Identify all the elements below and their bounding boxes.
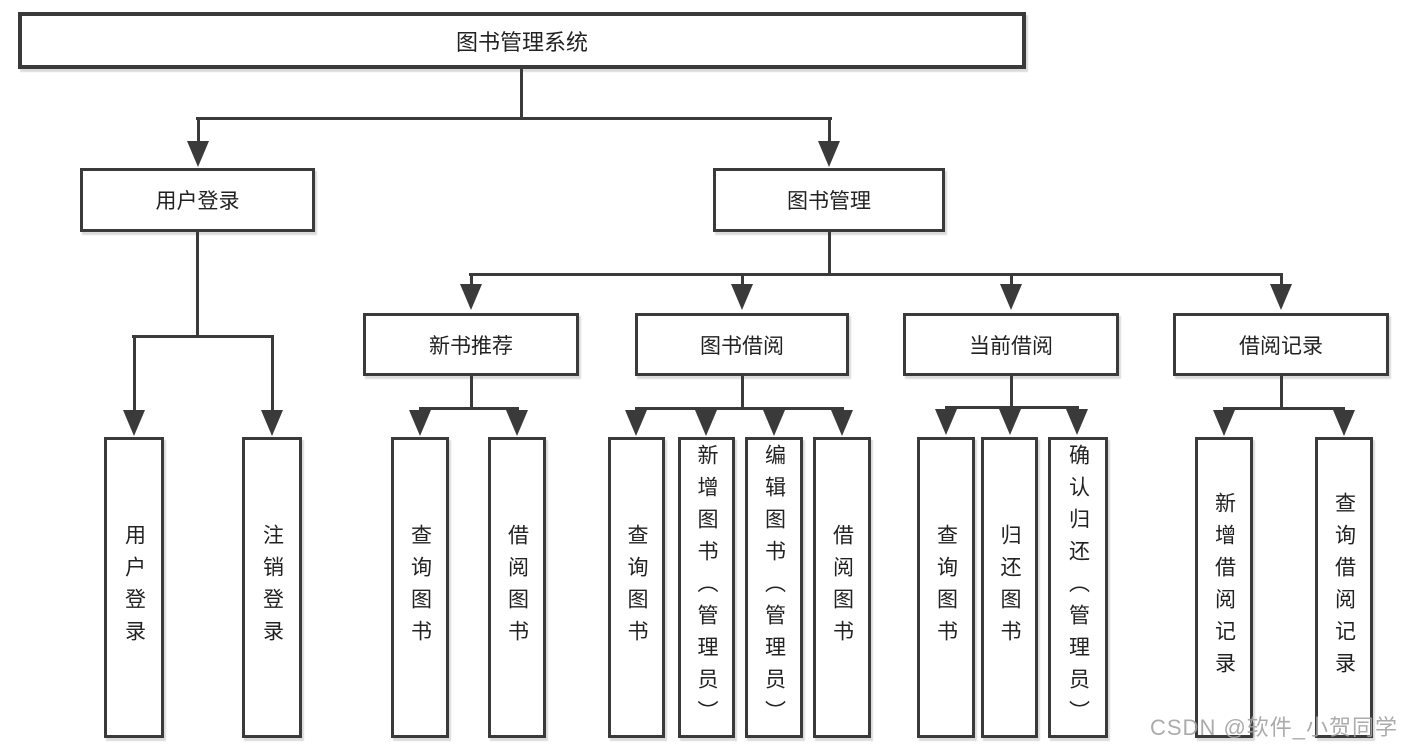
connector-current-bar	[945, 406, 1079, 409]
arrow-down-icon	[460, 284, 482, 310]
arrow-down-icon	[261, 410, 283, 436]
leaf-borrow-books: 借阅图书	[813, 437, 871, 738]
leaf-query-borrow-record-label: 查询借阅记录	[1332, 491, 1356, 684]
arrow-down-icon	[123, 410, 145, 436]
arrow-down-icon	[1213, 410, 1235, 436]
node-book-management: 图书管理	[713, 168, 945, 232]
connector-drop-login-leaf	[133, 335, 136, 412]
arrow-down-icon	[999, 409, 1021, 435]
node-borrowing-records: 借阅记录	[1173, 313, 1389, 376]
leaf-borrow-books-rec-label: 借阅图书	[505, 523, 529, 652]
connector-newrec-stem	[470, 376, 473, 407]
connector-userlogin-bar	[132, 335, 274, 338]
connector-newrec-bar	[419, 407, 519, 410]
node-book-borrowing: 图书借阅	[635, 313, 849, 376]
leaf-query-books-borrow: 查询图书	[608, 437, 665, 738]
arrow-down-icon	[1270, 284, 1292, 310]
connector-userlogin-stem	[196, 232, 199, 335]
connector-bookmgmt-stem	[828, 232, 831, 273]
arrow-down-icon	[731, 284, 753, 310]
arrow-down-icon	[1333, 410, 1355, 436]
connector-drop-book-mgmt	[828, 117, 831, 143]
arrow-down-icon	[409, 410, 431, 436]
arrow-down-icon	[695, 410, 717, 436]
arrow-down-icon	[831, 410, 853, 436]
arrow-down-icon	[625, 410, 647, 436]
leaf-edit-books-admin-label: 编辑图书（管理员）	[762, 443, 786, 732]
csdn-watermark: CSDN @软件_小贺同学	[1150, 715, 1399, 740]
leaf-query-books-current-label: 查询图书	[934, 523, 958, 652]
leaf-user-login: 用户登录	[104, 437, 164, 738]
node-new-book-recommendation: 新书推荐	[363, 313, 579, 376]
leaf-return-books-label: 归还图书	[998, 523, 1021, 652]
leaf-edit-books-admin: 编辑图书（管理员）	[745, 437, 803, 738]
leaf-query-books-rec: 查询图书	[391, 437, 449, 738]
leaf-query-books-borrow-label: 查询图书	[625, 523, 648, 652]
leaf-query-books-rec-label: 查询图书	[408, 523, 432, 652]
arrow-down-icon	[763, 410, 785, 436]
connector-drop-new-rec	[470, 273, 473, 285]
connector-drop-logout-leaf	[271, 335, 274, 412]
connector-root-bar	[196, 117, 832, 120]
leaf-user-login-label: 用户登录	[122, 523, 146, 652]
node-library-management-system: 图书管理系统	[18, 12, 1026, 69]
leaf-confirm-return-admin-label: 确认归还（管理员）	[1066, 443, 1090, 732]
arrow-down-icon	[818, 141, 840, 167]
leaf-add-books-admin-label: 新增图书（管理员）	[695, 443, 718, 732]
connector-records-bar	[1223, 407, 1345, 410]
arrow-down-icon	[187, 141, 209, 167]
leaf-query-borrow-record: 查询借阅记录	[1315, 437, 1373, 738]
connector-drop-borrowing	[741, 273, 744, 285]
leaf-add-borrow-record: 新增借阅记录	[1195, 437, 1253, 738]
arrow-down-icon	[1000, 284, 1022, 310]
leaf-logout-label: 注销登录	[260, 523, 284, 652]
connector-records-stem	[1280, 376, 1283, 407]
connector-drop-user-login	[197, 117, 200, 143]
leaf-confirm-return-admin: 确认归还（管理员）	[1048, 437, 1108, 738]
connector-borrowing-bar	[635, 407, 844, 410]
connector-current-stem	[1010, 376, 1013, 406]
connector-borrowing-stem	[741, 376, 744, 407]
connector-bookmgmt-bar	[469, 273, 1283, 276]
leaf-return-books: 归还图书	[981, 437, 1038, 738]
leaf-logout: 注销登录	[242, 437, 302, 738]
connector-drop-current	[1010, 273, 1013, 285]
leaf-query-books-current: 查询图书	[917, 437, 975, 738]
node-user-login: 用户登录	[80, 168, 315, 232]
arrow-down-icon	[935, 409, 957, 435]
leaf-borrow-books-label: 借阅图书	[830, 523, 854, 652]
connector-drop-records	[1280, 273, 1283, 285]
leaf-add-borrow-record-label: 新增借阅记录	[1212, 491, 1236, 684]
node-current-borrowing: 当前借阅	[903, 313, 1119, 376]
leaf-add-books-admin: 新增图书（管理员）	[678, 437, 735, 738]
arrow-down-icon	[1066, 409, 1088, 435]
leaf-borrow-books-rec: 借阅图书	[488, 437, 546, 738]
arrow-down-icon	[506, 410, 528, 436]
connector-root-stem	[520, 69, 523, 117]
